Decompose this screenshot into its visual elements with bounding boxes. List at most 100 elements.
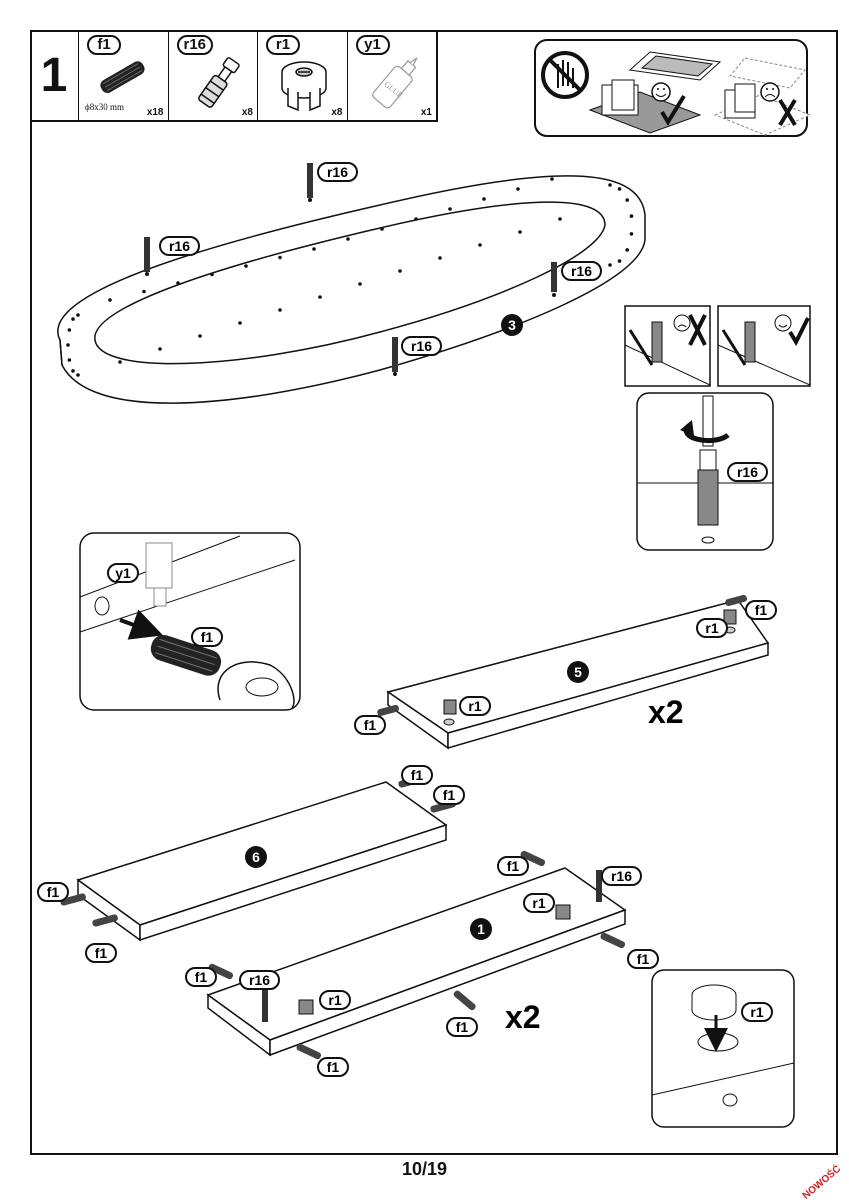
part-label-badge <box>601 866 642 886</box>
panel-oval-frame <box>57 175 646 404</box>
check-icon <box>788 317 810 347</box>
part-label-text: r1 <box>468 698 481 714</box>
part-label-text: f1 <box>195 969 208 985</box>
hole-mark <box>66 343 70 347</box>
part-label-badge <box>317 162 358 182</box>
cam-lock-icon <box>723 609 737 625</box>
hole-mark <box>278 255 282 260</box>
cam-lock-icon <box>281 61 327 112</box>
hole-mark <box>176 281 180 285</box>
hole-mark <box>108 298 112 302</box>
part-f1: f1 ϕ8x30 mm x18 <box>79 30 169 120</box>
panel-number-marker <box>245 846 267 868</box>
hole-mark <box>516 187 520 191</box>
hole-mark <box>482 197 486 201</box>
hole-mark <box>142 289 146 294</box>
hole-mark <box>398 269 402 273</box>
part-code: r16 <box>176 35 214 55</box>
hole-mark <box>617 187 622 191</box>
hole-mark <box>278 308 282 312</box>
bolt-r16 <box>307 163 313 202</box>
hole-mark <box>244 264 248 268</box>
part-label-badge <box>561 261 602 281</box>
part-label-text: f1 <box>47 884 60 900</box>
part-label-badge <box>433 785 465 805</box>
part-label-badge <box>741 1002 773 1022</box>
hole-mark <box>318 295 322 299</box>
panel-number-marker <box>470 918 492 940</box>
part-r16: r16 x8 <box>169 30 258 120</box>
hole-mark <box>238 321 242 325</box>
hole-mark <box>558 217 562 221</box>
part-r1: r1 x8 <box>258 30 348 120</box>
part-label-badge <box>354 715 386 735</box>
hole-mark <box>198 334 202 338</box>
cam-lock-icon <box>443 699 457 715</box>
part-label-text: r16 <box>611 868 632 884</box>
cam-lock-icon <box>298 999 314 1015</box>
part-label-badge <box>317 1057 349 1077</box>
part-label-badge <box>745 600 777 620</box>
part-label-text: r16 <box>327 164 348 180</box>
part-code: y1 <box>355 35 390 55</box>
part-dimension: ϕ8x30 mm <box>85 102 124 112</box>
page-number: 10/19 <box>401 1159 448 1179</box>
cross-icon <box>688 314 707 346</box>
bolt-orientation-inset <box>624 305 811 387</box>
part-label-text: f1 <box>364 717 377 733</box>
hole-mark <box>608 183 612 187</box>
hole-mark <box>158 347 162 351</box>
part-label-text: r16 <box>737 464 758 480</box>
part-label-text: f1 <box>456 1019 469 1035</box>
hole-mark <box>608 263 612 267</box>
parts-table: 1 f1 ϕ8x30 mm x18 r16 x8 <box>30 30 438 122</box>
sad-face-icon <box>760 82 780 102</box>
dowel-icon <box>150 634 222 676</box>
part-label-text: f1 <box>637 951 650 967</box>
part-label-text: f1 <box>755 602 768 618</box>
part-label-badge <box>523 893 555 913</box>
glue-bottle-icon: GLUE <box>371 57 417 109</box>
hole-mark <box>629 232 634 236</box>
part-label-text: r16 <box>411 338 432 354</box>
part-label-badge <box>497 856 529 876</box>
screwdriver-icon <box>628 329 654 366</box>
panel-number-text: 5 <box>574 664 582 680</box>
floor-warning-box <box>534 39 812 137</box>
hole-mark <box>414 217 418 221</box>
bolt-r16 <box>551 262 557 297</box>
hole-mark <box>629 214 634 218</box>
part-label-badge <box>85 943 117 963</box>
hole-mark <box>71 369 75 373</box>
hole-mark <box>71 317 75 321</box>
part-label-badge <box>401 765 433 785</box>
part-label-text: f1 <box>411 767 424 783</box>
cross-icon <box>778 98 797 127</box>
hole-mark <box>67 358 72 362</box>
part-y1: y1 GLUE x1 <box>348 30 437 120</box>
hole-mark <box>625 248 630 252</box>
part-label-badge <box>727 462 768 482</box>
hole-mark <box>438 256 442 260</box>
cam-lock-icon <box>555 904 571 920</box>
step-number: 1 <box>30 30 79 120</box>
part-label-badge <box>319 990 351 1010</box>
part-label-text: f1 <box>443 787 456 803</box>
glue-bottle-icon <box>145 542 173 589</box>
part-count: x8 <box>331 107 343 118</box>
panel-number-marker <box>501 314 523 336</box>
part-label-badge <box>185 967 217 987</box>
part-label-badge <box>696 618 728 638</box>
bolt-r16 <box>144 237 150 276</box>
part-label-text: r16 <box>571 263 592 279</box>
hole-mark <box>118 360 122 364</box>
part-label-text: y1 <box>115 565 131 581</box>
part-label-badge <box>459 696 491 716</box>
part-label-text: r1 <box>328 992 341 1008</box>
part-label-text: r16 <box>169 238 190 254</box>
panel-number-text: 6 <box>252 849 260 865</box>
insert-arrow-icon <box>119 609 164 640</box>
part-label-badge <box>159 236 200 256</box>
panel-number-text: 1 <box>477 921 485 937</box>
